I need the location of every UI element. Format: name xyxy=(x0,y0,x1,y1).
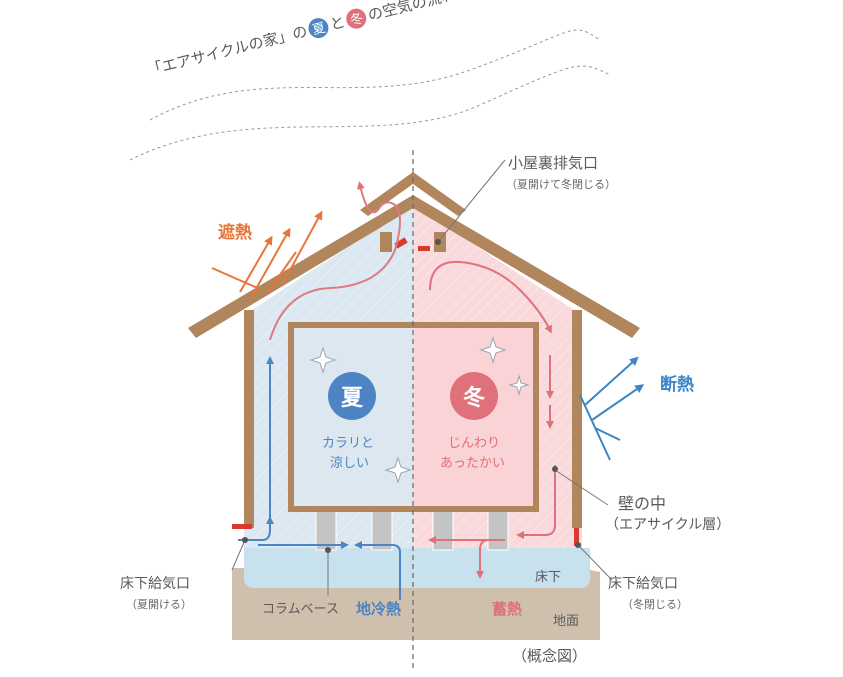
insulation-arrows xyxy=(579,356,645,461)
leader-lines xyxy=(231,159,613,596)
title-curve-bottom xyxy=(129,65,611,161)
underfloor-area xyxy=(244,548,590,588)
summer-updraft xyxy=(269,181,401,341)
roof-vent-dot xyxy=(435,239,441,245)
column-base-dot xyxy=(325,547,331,553)
shading-arrows xyxy=(211,210,323,297)
roof-vent-label: 小屋裏排気口 xyxy=(508,154,599,172)
title-curve-top xyxy=(149,29,601,121)
winter-text-line2: あったかい xyxy=(440,456,506,471)
wall-dot xyxy=(552,466,558,472)
inlet-left-marker xyxy=(232,524,252,529)
winter-text-line1: じんわり xyxy=(448,436,501,451)
title-and: と xyxy=(328,12,348,34)
winter-airflow xyxy=(428,260,556,579)
inlet-left-label: 床下給気口 xyxy=(120,576,190,592)
inlet-right-note: （冬閉じる） xyxy=(622,598,688,611)
inlet-right-label: 床下給気口 xyxy=(608,576,678,592)
inlet-left-dot xyxy=(242,537,248,543)
ground-cool-label: 地冷熱 xyxy=(356,600,402,618)
underfloor-label: 床下 xyxy=(535,570,562,585)
summer-text-line1: カラリと xyxy=(322,436,375,451)
heat-storage-label: 蓄熱 xyxy=(492,600,523,618)
roof-vent-winter xyxy=(418,246,430,251)
roof-vent-summer xyxy=(394,237,408,249)
title-summer-badge: 夏 xyxy=(306,15,331,40)
wall-label: 壁の中 xyxy=(618,494,667,513)
summer-airflow xyxy=(238,356,401,600)
inlet-right-dot xyxy=(575,542,581,548)
wall-note: （エアサイクル層） xyxy=(605,517,731,533)
insulation-label: 断熱 xyxy=(660,375,694,395)
summer-badge: 夏 xyxy=(328,372,376,420)
sparkle-icons xyxy=(309,336,530,484)
summer-text-line2: 涼しい xyxy=(330,456,370,471)
roof-vent-note: （夏開けて冬閉じる） xyxy=(506,178,616,191)
inlet-left-note: （夏開ける） xyxy=(126,598,192,611)
title-winter-badge: 冬 xyxy=(344,5,369,31)
shading-label: 遮熱 xyxy=(218,223,252,243)
winter-badge: 冬 xyxy=(450,372,498,420)
concept-label: （概念図） xyxy=(512,647,588,665)
ground-label: 地面 xyxy=(553,614,580,629)
column-base-label: コラムベース xyxy=(262,602,339,617)
inlet-right-marker xyxy=(574,528,579,546)
